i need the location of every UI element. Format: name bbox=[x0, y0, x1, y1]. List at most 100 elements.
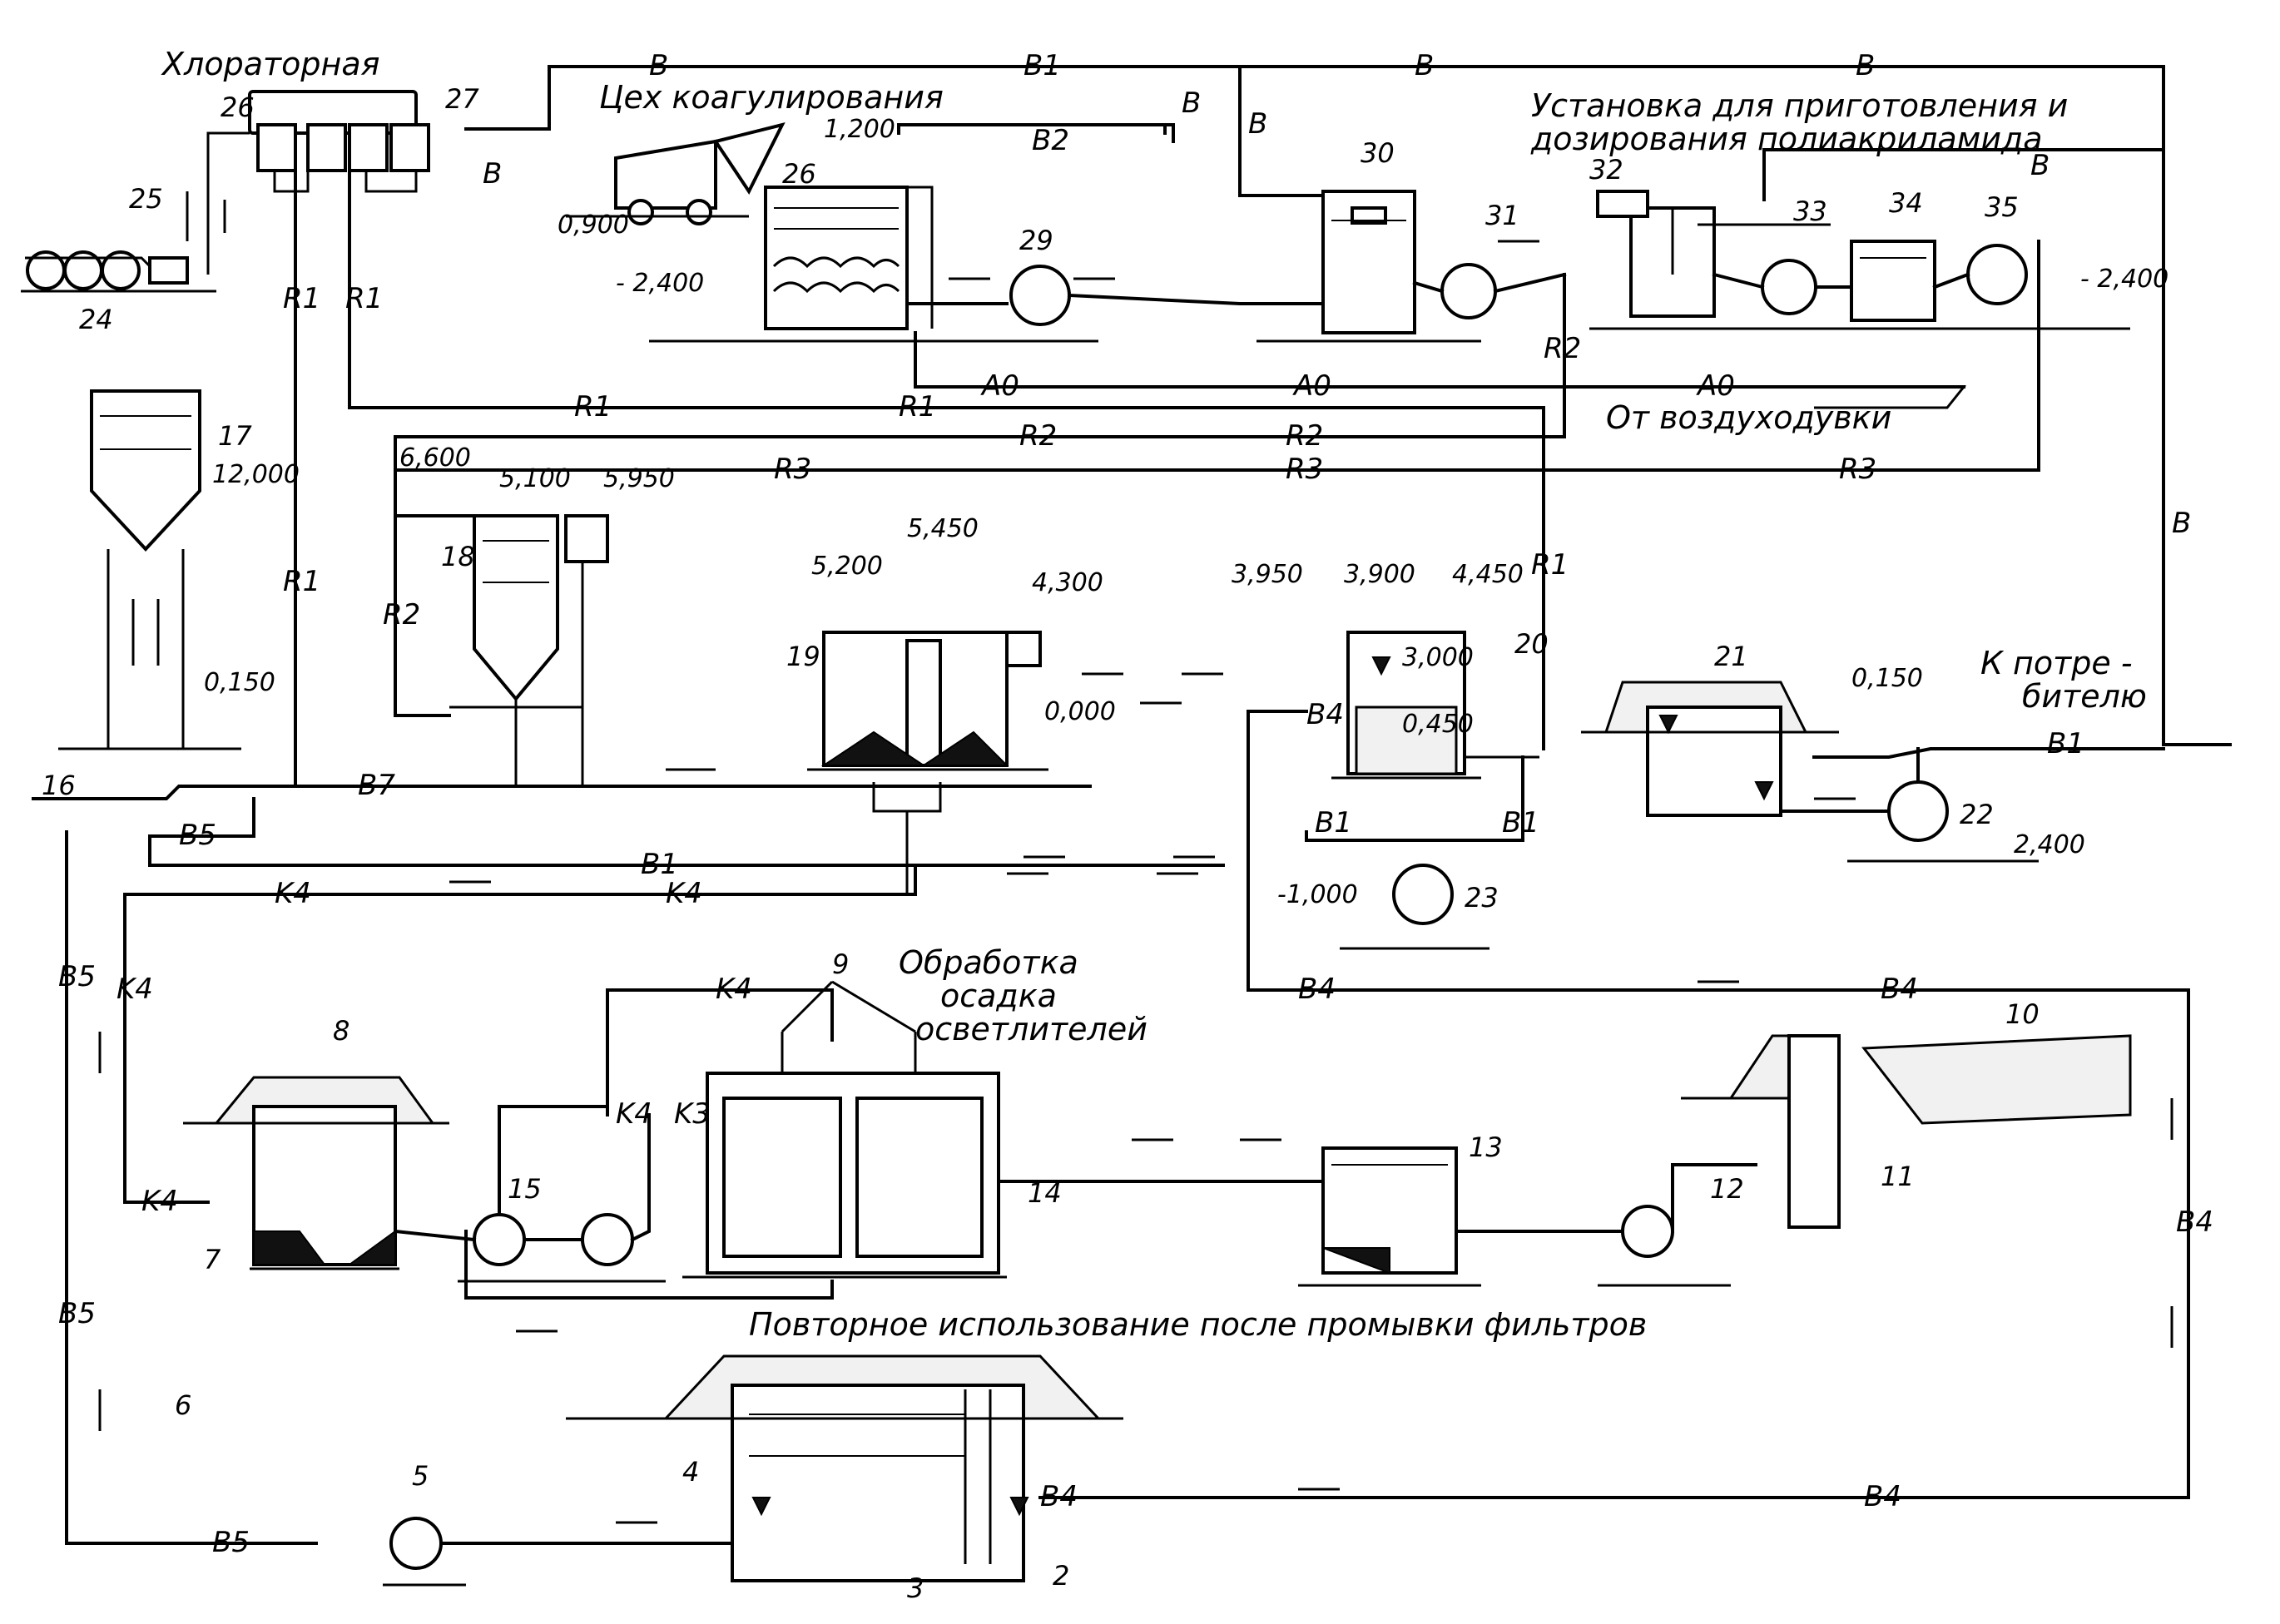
level-mark: 5,100 bbox=[499, 464, 571, 493]
dosing-tank-30-31 bbox=[1256, 190, 1567, 343]
filter-20 bbox=[1331, 631, 1539, 780]
callout-8: 8 bbox=[333, 1015, 349, 1047]
pipe-label-r3: R3 bbox=[1839, 453, 1876, 486]
pipe-label-v5: B5 bbox=[58, 1297, 96, 1330]
callout-15: 15 bbox=[508, 1173, 542, 1205]
pipe-label-r1: R1 bbox=[899, 390, 936, 423]
level-mark: 0,900 bbox=[558, 210, 629, 240]
level-mark: 0,150 bbox=[204, 668, 275, 697]
numbered-callouts: 2 3 4 5 6 7 8 9 10 11 12 13 14 15 16 17 … bbox=[42, 83, 2040, 1604]
pipe-label-r2: R2 bbox=[1286, 419, 1323, 453]
callout-27: 27 bbox=[445, 83, 479, 115]
callout-9: 9 bbox=[832, 948, 849, 980]
callout-17: 17 bbox=[218, 420, 252, 452]
label-sludge-3: осветлителей bbox=[915, 1011, 1147, 1047]
pipe-label-r3: R3 bbox=[774, 453, 811, 486]
label-consumer-2: бителю bbox=[2022, 678, 2147, 715]
pipe-label-v4: B4 bbox=[1881, 973, 1918, 1006]
pipe-label-v4: B4 bbox=[1306, 698, 1344, 731]
settler-18 bbox=[449, 514, 609, 786]
pipe-label-v: B bbox=[1182, 87, 1201, 120]
sludge-beds-10-11 bbox=[1681, 1034, 2132, 1229]
level-mark: 3,000 bbox=[1402, 643, 1474, 672]
label-reuse: Повторное использование после промывки ф… bbox=[749, 1306, 1647, 1343]
coagulation-shop bbox=[566, 122, 1325, 343]
pipe-label-v5: B5 bbox=[58, 960, 96, 993]
pipe-label-k4: K4 bbox=[716, 973, 752, 1006]
level-mark: 3,950 bbox=[1232, 560, 1303, 589]
callout-16: 16 bbox=[42, 770, 76, 801]
pipe-label-r2: R2 bbox=[1019, 419, 1057, 453]
level-mark: 5,450 bbox=[907, 514, 979, 543]
callout-7: 7 bbox=[204, 1244, 221, 1275]
level-mark: 4,450 bbox=[1452, 560, 1524, 589]
pipe-label-v2: B2 bbox=[1032, 124, 1069, 157]
pipe-label-v: B bbox=[1248, 107, 1267, 141]
pipe-label-k4: K4 bbox=[275, 877, 311, 910]
callout-10: 10 bbox=[2005, 998, 2040, 1030]
pipe-label-r3: R3 bbox=[1286, 453, 1323, 486]
callout-33: 33 bbox=[1793, 196, 1827, 227]
pipe-label-r1: R1 bbox=[283, 565, 320, 598]
callout-21: 21 bbox=[1714, 641, 1748, 672]
pipe-label-k4: K4 bbox=[141, 1185, 178, 1218]
label-sludge-1: Обработка bbox=[899, 944, 1078, 981]
pumps-22-23 bbox=[1340, 747, 2039, 950]
pipe-label-v: B bbox=[2030, 149, 2050, 182]
callout-32: 32 bbox=[1589, 154, 1623, 186]
reuse-tank bbox=[383, 1354, 1123, 1587]
pipe-label-k4: K4 bbox=[116, 973, 153, 1006]
pipe-label-v5: B5 bbox=[212, 1526, 250, 1559]
level-mark: 0,150 bbox=[1851, 664, 1923, 693]
callout-24: 24 bbox=[79, 304, 113, 335]
callout-26: 26 bbox=[221, 92, 255, 123]
callout-29: 29 bbox=[1019, 225, 1053, 256]
pipe-label-v4: B4 bbox=[1298, 973, 1336, 1006]
pipe-label-a0: A0 bbox=[1696, 369, 1735, 403]
callout-26: 26 bbox=[782, 158, 816, 190]
callout-20: 20 bbox=[1514, 628, 1549, 660]
pipe-label-v1: B1 bbox=[641, 848, 678, 881]
pipe-label-v1: B1 bbox=[1315, 806, 1352, 839]
tank-8 bbox=[183, 1076, 449, 1270]
level-mark: 0,000 bbox=[1044, 697, 1116, 726]
water-tower-17 bbox=[58, 389, 241, 750]
callout-14: 14 bbox=[1028, 1177, 1062, 1209]
callout-34: 34 bbox=[1889, 187, 1923, 219]
callout-35: 35 bbox=[1985, 191, 2019, 223]
label-polyacrylamide-1: Установка для приготовления и bbox=[1531, 87, 2068, 124]
pipe-label-r2: R2 bbox=[1544, 332, 1581, 365]
level-mark: - 2,400 bbox=[2080, 265, 2168, 294]
clarifier-19 bbox=[807, 631, 1048, 894]
pipe-label-r1: R1 bbox=[574, 390, 612, 423]
level-mark: 0,450 bbox=[1402, 710, 1474, 739]
callout-30: 30 bbox=[1361, 137, 1395, 169]
pipe-label-v4: B4 bbox=[1864, 1480, 1901, 1513]
callout-19: 19 bbox=[786, 641, 820, 672]
pipe-label-v: B bbox=[2172, 507, 2191, 540]
pipe-label-v7: B7 bbox=[358, 769, 395, 802]
callout-12: 12 bbox=[1710, 1173, 1744, 1205]
flow-arrows bbox=[98, 223, 2173, 1524]
callout-11: 11 bbox=[1881, 1161, 1915, 1192]
pipe-label-v: B bbox=[1856, 49, 1875, 82]
pipe-label-v1: B1 bbox=[1024, 49, 1061, 82]
pipe-label-r2: R2 bbox=[383, 598, 420, 631]
callout-5: 5 bbox=[412, 1460, 429, 1492]
pipe-label-v1: B1 bbox=[1502, 806, 1539, 839]
level-mark: 3,900 bbox=[1344, 560, 1415, 589]
label-sludge-2: осадка bbox=[940, 978, 1057, 1014]
pipe-label-k4: K4 bbox=[616, 1097, 652, 1131]
section-labels: Хлораторная Цех коагулирования Установка… bbox=[161, 46, 2147, 1343]
level-mark: -1,000 bbox=[1277, 880, 1358, 909]
pipe-label-v1: B1 bbox=[2047, 727, 2084, 760]
level-mark: - 2,400 bbox=[616, 269, 704, 298]
pipe-label-a0: A0 bbox=[980, 369, 1019, 403]
level-mark: 5,950 bbox=[603, 464, 675, 493]
label-coagulation: Цех коагулирования bbox=[599, 79, 944, 116]
level-mark: 4,300 bbox=[1032, 568, 1103, 597]
level-mark: 6,600 bbox=[399, 443, 471, 473]
pipe-label-v: B bbox=[483, 157, 502, 191]
level-mark: 2,400 bbox=[2014, 830, 2085, 859]
